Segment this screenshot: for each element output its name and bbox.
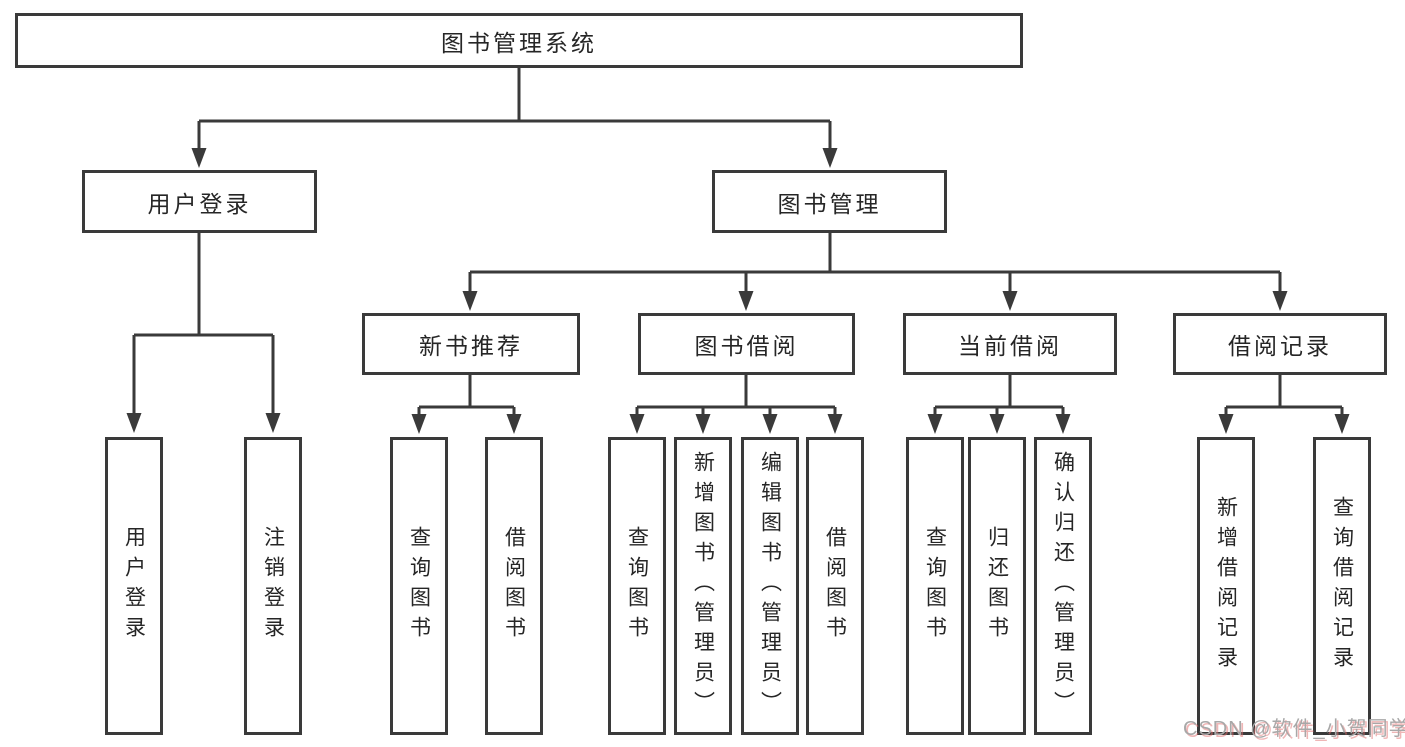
node-label: 查询图书 [923, 526, 947, 646]
connector-lines [132, 68, 1344, 417]
csdn-watermark: CSDN @软件_小贺同学 [1183, 718, 1405, 740]
arrow-down-icon [265, 413, 281, 433]
leaf-query-books-borrow: 查询图书 [608, 437, 666, 735]
arrow-down-icon [462, 291, 478, 311]
arrow-down-icon [1002, 291, 1018, 311]
leaf-add-borrow-record: 新增借阅记录 [1197, 437, 1255, 735]
arrow-down-icon [126, 413, 142, 433]
arrow-down-icon [1272, 291, 1288, 311]
node-label: 用户登录 [147, 190, 252, 217]
arrow-down-icon [695, 414, 711, 434]
arrow-down-icon [629, 414, 645, 434]
arrow-down-icon [191, 148, 207, 168]
node-library-system: 图书管理系统 [15, 13, 1023, 68]
node-label: 新增图书（管理员） [691, 451, 715, 721]
arrow-down-icon [411, 414, 427, 434]
node-label: 新增借阅记录 [1214, 496, 1238, 676]
node-book-management: 图书管理 [712, 170, 947, 233]
arrow-down-icon [822, 148, 838, 168]
leaf-borrow-books: 借阅图书 [806, 437, 864, 735]
node-user-login: 用户登录 [82, 170, 317, 233]
leaf-query-books-recommend: 查询图书 [390, 437, 448, 735]
node-label: 图书管理系统 [441, 29, 597, 56]
arrow-down-icon [827, 414, 843, 434]
arrow-down-icon [738, 291, 754, 311]
node-label: 当前借阅 [958, 333, 1062, 359]
arrow-down-icons [126, 148, 1350, 434]
node-label: 借阅图书 [502, 526, 526, 646]
node-label: 查询借阅记录 [1330, 496, 1354, 676]
leaf-user-login: 用户登录 [105, 437, 163, 735]
leaf-edit-books-admin: 编辑图书（管理员） [741, 437, 799, 735]
arrow-down-icon [927, 414, 943, 434]
node-label: 借阅图书 [823, 526, 847, 646]
leaf-query-borrow-record: 查询借阅记录 [1313, 437, 1371, 735]
leaf-return-books: 归还图书 [968, 437, 1026, 735]
leaf-add-books-admin: 新增图书（管理员） [674, 437, 732, 735]
arrow-down-icon [762, 414, 778, 434]
arrow-down-icon [989, 414, 1005, 434]
node-label: 借阅记录 [1228, 333, 1332, 359]
node-label: 查询图书 [625, 526, 649, 646]
node-new-book-recommend: 新书推荐 [362, 313, 580, 375]
node-book-borrow: 图书借阅 [638, 313, 855, 375]
leaf-query-books-current: 查询图书 [906, 437, 964, 735]
node-label: 查询图书 [407, 526, 431, 646]
node-label: 新书推荐 [419, 333, 523, 359]
node-label: 用户登录 [122, 526, 146, 646]
arrow-down-icon [506, 414, 522, 434]
node-label: 图书借阅 [694, 333, 799, 359]
node-current-borrow: 当前借阅 [903, 313, 1117, 375]
leaf-logout: 注销登录 [244, 437, 302, 735]
node-label: 归还图书 [985, 526, 1009, 646]
leaf-borrow-books-recommend: 借阅图书 [485, 437, 543, 735]
node-label: 注销登录 [261, 526, 285, 646]
node-label: 编辑图书（管理员） [758, 451, 782, 721]
arrow-down-icon [1218, 414, 1234, 434]
leaf-confirm-return-admin: 确认归还（管理员） [1034, 437, 1092, 735]
node-label: 确认归还（管理员） [1051, 451, 1075, 721]
arrow-down-icon [1334, 414, 1350, 434]
node-label: 图书管理 [777, 190, 882, 217]
node-borrow-records: 借阅记录 [1173, 313, 1387, 375]
arrow-down-icon [1055, 414, 1071, 434]
